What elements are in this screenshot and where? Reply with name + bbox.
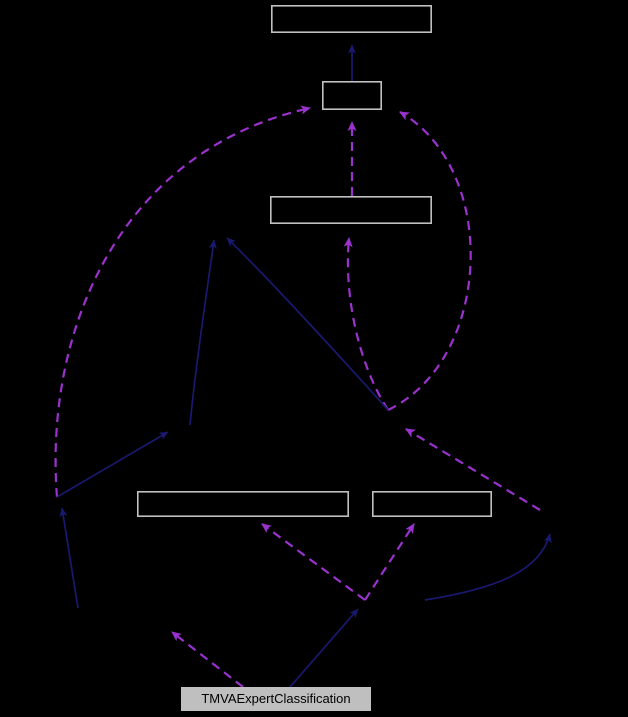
edge-usage-hub-to-third (343, 237, 389, 411)
node-selected-box[interactable] (181, 686, 371, 711)
edge-inherit-hubright-up (226, 237, 389, 411)
edge-usage-lowleft-up (59, 507, 79, 609)
node-layer: TMVAExpertClassification (137, 5, 492, 711)
edge-inherit-lowleft-to-hubleft (56, 431, 169, 498)
node-mid-left-box[interactable] (137, 490, 349, 517)
edge-inherit-selected-to-bottomhub (289, 608, 359, 688)
node-third[interactable] (269, 196, 432, 225)
node-mid-right-box[interactable] (371, 490, 492, 517)
edge-usage-bottomhub-to-righthub (405, 428, 541, 511)
edge-inherit-hubleft-up (189, 239, 217, 426)
node-top[interactable] (270, 5, 432, 33)
node-selected-label: TMVAExpertClassification (201, 691, 350, 706)
edge-usage-selected-to-lowleft (171, 631, 244, 688)
node-mid-left[interactable] (137, 490, 349, 517)
edge-usage-bottomhub-to-midleft (261, 523, 366, 601)
node-mid-right[interactable] (371, 490, 492, 517)
edge-usage-left-to-second (54, 105, 311, 498)
node-top-box[interactable] (270, 5, 432, 33)
edge-usage-right-to-second (387, 111, 472, 411)
node-third-box[interactable] (269, 196, 432, 225)
node-selected[interactable]: TMVAExpertClassification (181, 686, 371, 711)
node-second-box[interactable] (321, 81, 382, 111)
edge-usage-bottomhub-to-midright (364, 523, 415, 601)
edge-inherit-bottomhub-to-right (424, 533, 552, 601)
edge-layer (54, 44, 552, 688)
node-second[interactable] (321, 81, 382, 111)
